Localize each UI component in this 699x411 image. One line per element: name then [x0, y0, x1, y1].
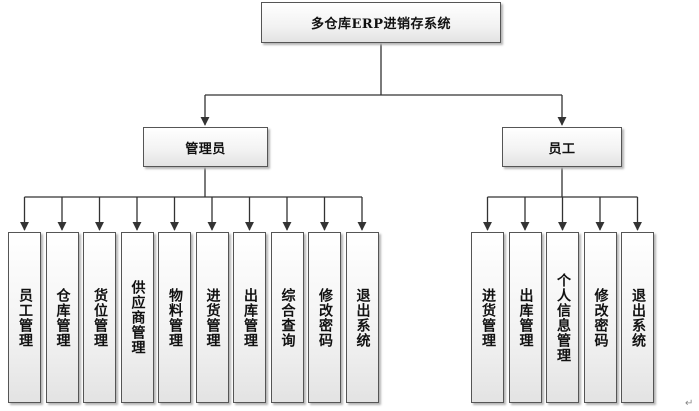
staff-child-3: 修改密码	[583, 232, 617, 403]
admin-node: 管理员	[143, 127, 268, 167]
staff-child-1: 出库管理	[508, 232, 542, 403]
admin-child-7: 综合查询	[270, 232, 304, 403]
root-node: 多仓库ERP进销存系统	[261, 2, 501, 43]
admin-child-9: 退出系统	[345, 232, 379, 403]
admin-child-2: 货位管理	[83, 232, 116, 403]
admin-child-3: 供应商管理	[120, 232, 154, 403]
staff-node: 员工	[502, 127, 622, 167]
staff-child-0: 进货管理	[471, 232, 504, 403]
admin-child-0: 员工管理	[8, 232, 41, 403]
admin-child-1: 仓库管理	[45, 232, 79, 403]
paragraph-mark: ↵	[685, 398, 694, 409]
admin-child-6: 出库管理	[233, 232, 266, 403]
admin-child-4: 物料管理	[158, 232, 191, 403]
admin-child-8: 修改密码	[308, 232, 341, 403]
admin-child-5: 进货管理	[195, 232, 229, 403]
staff-child-2: 个人信息管理	[546, 232, 579, 403]
staff-child-4: 退出系统	[621, 232, 654, 403]
